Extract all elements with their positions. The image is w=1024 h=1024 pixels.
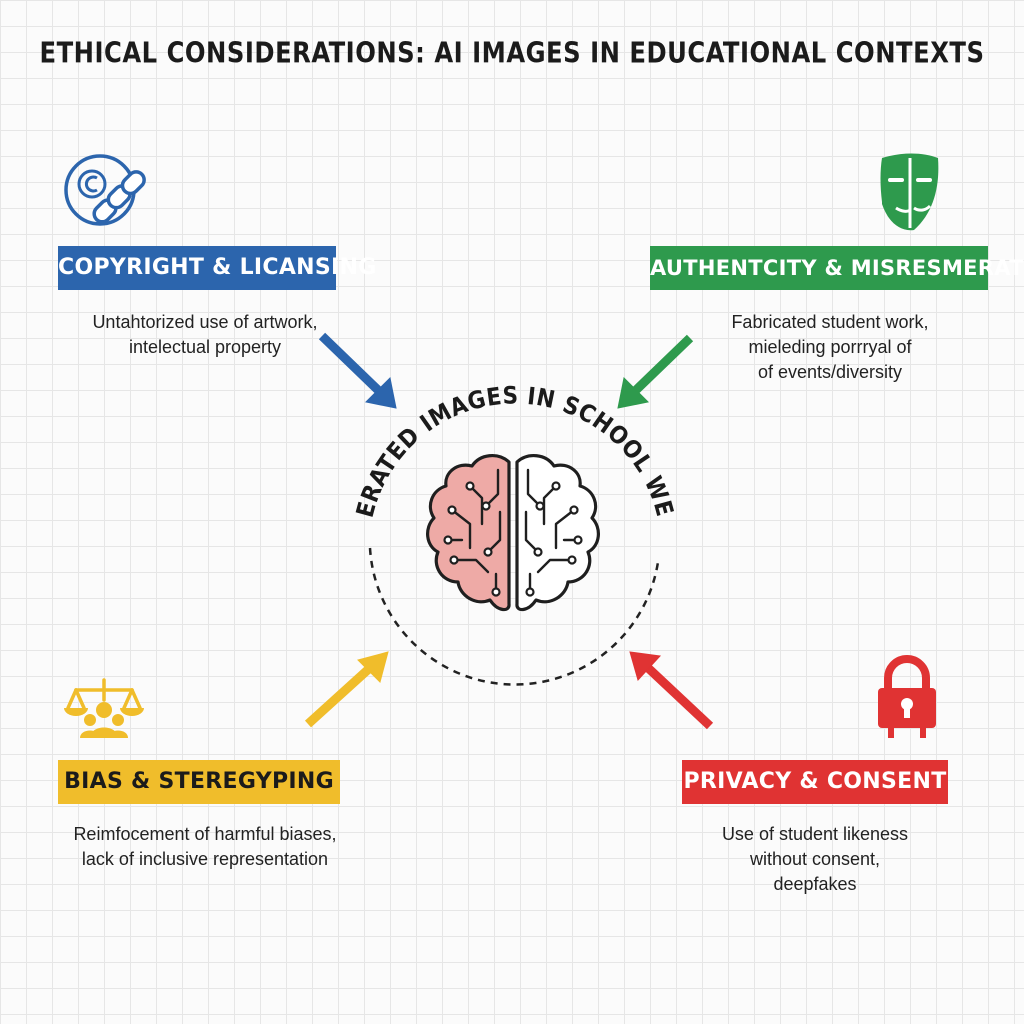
arrow-authenticity bbox=[617, 334, 694, 409]
banner-copyright-label: COPYRIGHT & LICANSING bbox=[58, 255, 377, 280]
center-dashed-arc bbox=[368, 547, 660, 686]
banner-copyright: COPYRIGHT & LICANSING bbox=[58, 246, 376, 290]
padlock-icon bbox=[878, 655, 936, 738]
arrow-privacy bbox=[629, 651, 714, 730]
banner-privacy: PRIVACY & CONSENT bbox=[682, 760, 948, 804]
desc-privacy-line-1: Use of student likeness bbox=[721, 824, 909, 844]
desc-copyright: Untahtorized use of artwork, intelectual… bbox=[40, 310, 370, 360]
desc-authenticity: Fabricated student work, mieleding porrr… bbox=[660, 310, 1000, 385]
scales-people-icon bbox=[64, 678, 144, 738]
desc-copyright-line-1: Untahtorized use of artwork, bbox=[92, 312, 318, 332]
arrow-copyright bbox=[318, 332, 397, 409]
desc-authenticity-line-1: Fabricated student work, bbox=[731, 312, 929, 332]
brain-circuit-icon bbox=[426, 454, 600, 612]
arrow-bias bbox=[304, 651, 389, 728]
desc-bias-line-2: lack of inclusive representation bbox=[81, 849, 329, 869]
desc-authenticity-line-2: mieleding porrryal of bbox=[748, 337, 912, 357]
banner-bias: BIAS & STEREGYPING bbox=[58, 760, 340, 804]
desc-bias-line-1: Reimfocement of harmful biases, bbox=[73, 824, 337, 844]
desc-privacy: Use of student likeness without consent,… bbox=[660, 822, 970, 897]
banner-authenticity-label: AUTHENTCITY & MISRESMERATION bbox=[650, 256, 1024, 280]
desc-authenticity-line-3: of events/diversity bbox=[757, 362, 903, 382]
copyright-chain-icon bbox=[64, 154, 146, 226]
mask-icon bbox=[880, 153, 939, 231]
desc-bias: Reimfocement of harmful biases, lack of … bbox=[40, 822, 370, 872]
banner-authenticity: AUTHENTCITY & MISRESMERATION bbox=[650, 246, 1024, 290]
banner-bias-label: BIAS & STEREGYPING bbox=[64, 769, 334, 794]
desc-privacy-line-2: without consent, bbox=[749, 849, 881, 869]
diagram-title: ETHICAL CONSIDERATIONS: AI IMAGES IN EDU… bbox=[39, 37, 985, 70]
banner-privacy-label: PRIVACY & CONSENT bbox=[683, 769, 947, 794]
desc-privacy-line-3: deepfakes bbox=[773, 874, 857, 894]
desc-copyright-line-2: intelectual property bbox=[128, 337, 282, 357]
